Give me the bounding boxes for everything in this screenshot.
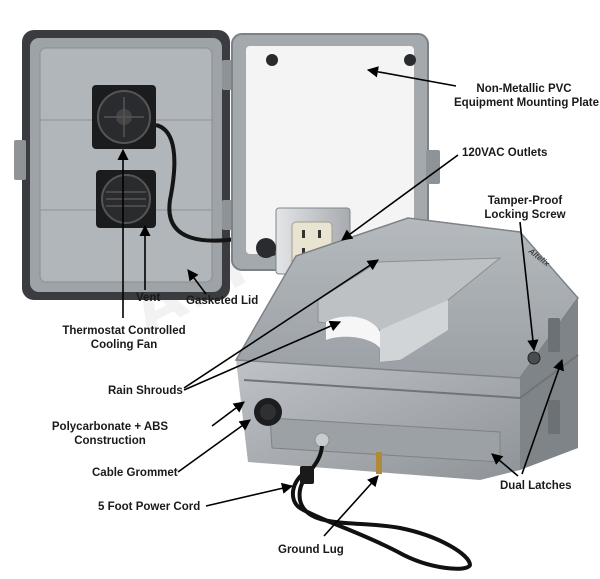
door-hinge <box>14 140 26 180</box>
arrow-power-cord <box>205 482 294 507</box>
label-cooling-fan-line1: Thermostat Controlled <box>62 325 186 337</box>
arrow-latch-2 <box>521 358 564 475</box>
latch <box>548 318 560 352</box>
mounting-plate <box>246 46 414 254</box>
arrow-latch-1 <box>491 453 519 477</box>
label-mounting-plate: Non-Metallic PVC Equipment Mounting Plat… <box>454 82 600 110</box>
label-mounting-plate-line1: Non-Metallic PVC <box>476 83 572 95</box>
arrow-outlets <box>341 154 459 241</box>
label-dual-latches: Dual Latches <box>500 480 572 492</box>
label-rain-shrouds: Rain Shrouds <box>108 385 183 397</box>
open-door <box>14 30 271 300</box>
label-locking-screw-line1: Tamper-Proof <box>487 195 563 207</box>
plate-screw <box>404 54 416 66</box>
label-construction: Polycarbonate + ABS Construction <box>44 420 176 448</box>
locking-screw <box>527 351 541 365</box>
arrow-cable-grommet <box>177 419 251 473</box>
label-construction-line2: Construction <box>74 435 146 447</box>
arrow-ground-lug <box>323 475 379 537</box>
label-mounting-plate-line2: Equipment Mounting Plate <box>454 97 600 109</box>
cord-gland <box>314 432 330 448</box>
label-construction-line1: Polycarbonate + ABS <box>51 421 169 433</box>
arrow-mounting-plate <box>366 66 457 87</box>
label-vent: Vent <box>136 292 161 304</box>
cooling-fan <box>92 85 156 149</box>
fan-cable <box>155 123 271 243</box>
arrow-gasketed-lid <box>187 269 207 295</box>
label-cooling-fan: Thermostat Controlled Cooling Fan <box>60 324 188 352</box>
latch <box>548 400 560 434</box>
label-power-cord: 5 Foot Power Cord <box>98 501 201 513</box>
callout-arrows <box>117 66 564 537</box>
label-locking-screw: Tamper-Proof Locking Screw <box>476 194 574 222</box>
ground-lug <box>376 452 382 474</box>
plate-screw <box>266 54 278 66</box>
power-cord <box>290 445 473 571</box>
power-plug <box>300 466 314 484</box>
label-locking-screw-line2: Locking Screw <box>484 209 566 221</box>
label-cable-grommet: Cable Grommet <box>92 467 178 479</box>
cable-entry <box>256 238 276 258</box>
arrow-rain-shroud-1 <box>183 259 379 389</box>
arrow-construction <box>211 401 245 427</box>
label-outlets: 120VAC Outlets <box>462 147 548 159</box>
label-ground-lug: Ground Lug <box>278 544 344 556</box>
arrow-rain-shroud-2 <box>183 320 342 391</box>
arrow-locking-screw <box>519 221 539 352</box>
label-cooling-fan-line2: Cooling Fan <box>90 339 158 351</box>
vent <box>96 170 156 228</box>
closed-enclosure: Altelix <box>234 217 579 571</box>
label-gasketed-lid: Gasketed Lid <box>186 295 259 307</box>
